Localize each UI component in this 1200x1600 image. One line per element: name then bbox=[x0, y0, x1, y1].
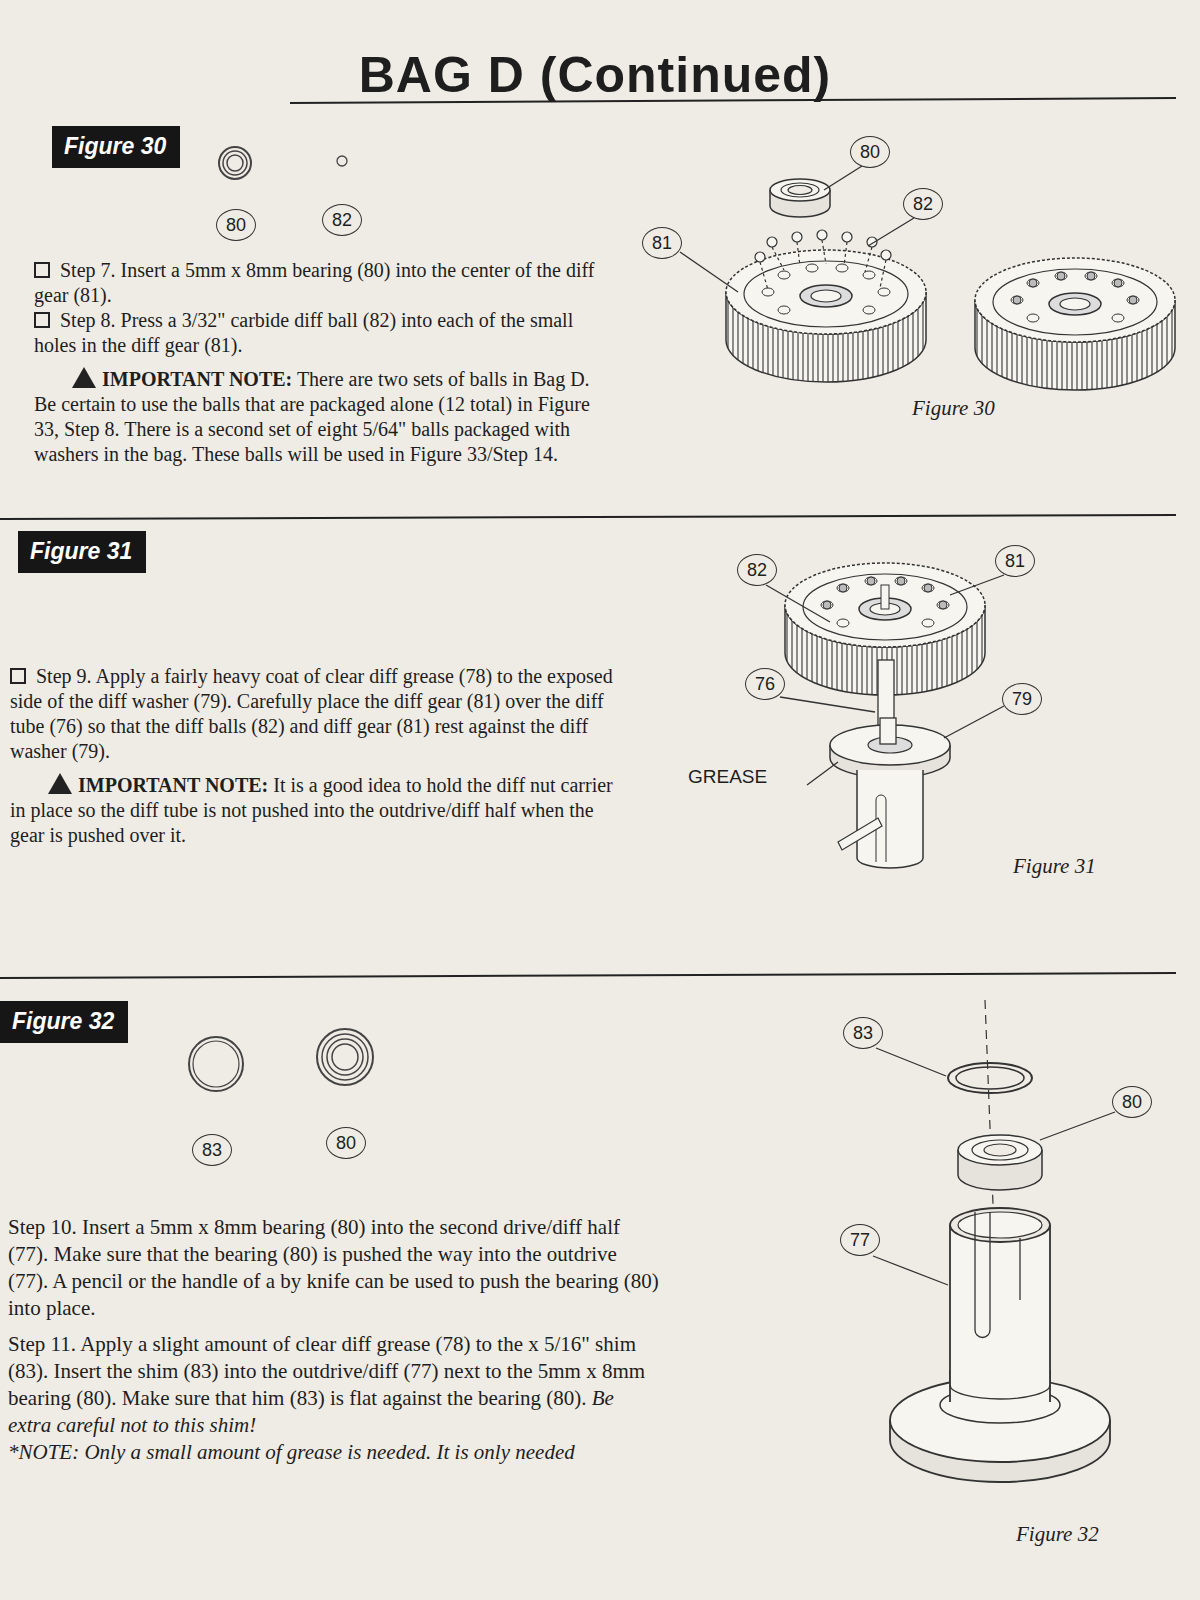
figure-caption: Figure 31 bbox=[1013, 854, 1096, 879]
callout-number: 82 bbox=[322, 204, 362, 236]
instruction-paragraph: Step 8. Press a 3/32" carbide diff ball … bbox=[34, 308, 606, 358]
figure-tag: Figure 32 bbox=[0, 1001, 128, 1043]
page-title: BAG D (Continued) bbox=[0, 46, 1190, 104]
callout-number: 81 bbox=[995, 545, 1035, 577]
callout-number: 76 bbox=[745, 668, 785, 700]
callout-number: 82 bbox=[737, 554, 777, 586]
figure-caption: Figure 30 bbox=[912, 396, 995, 421]
step-text: Step 10. Insert a 5mm x 8mm bearing (80)… bbox=[8, 1215, 659, 1320]
figure-label: Figure 32 bbox=[12, 1008, 114, 1034]
callout-number: 80 bbox=[1112, 1086, 1152, 1118]
instruction-paragraph: IMPORTANT NOTE: It is a good idea to hol… bbox=[10, 773, 622, 848]
text-column: Step 10. Insert a 5mm x 8mm bearing (80)… bbox=[8, 1214, 660, 1466]
part-label: GREASE bbox=[686, 766, 769, 788]
instruction-paragraph: Step 7. Insert a 5mm x 8mm bearing (80) … bbox=[34, 258, 606, 308]
note-heading: IMPORTANT NOTE: bbox=[78, 774, 268, 796]
note-text: *NOTE: Only a small amount of grease is … bbox=[8, 1440, 575, 1464]
instruction-paragraph: *NOTE: Only a small amount of grease is … bbox=[8, 1439, 660, 1466]
step-text: Step 8. Press a 3/32" carbide diff ball … bbox=[34, 309, 573, 356]
figure-tag: Figure 31 bbox=[18, 531, 146, 573]
step-text: Step 11. Apply a slight amount of clear … bbox=[8, 1332, 645, 1410]
text-column: Step 7. Insert a 5mm x 8mm bearing (80) … bbox=[34, 258, 606, 467]
callout-number: 81 bbox=[642, 227, 682, 259]
instruction-paragraph: IMPORTANT NOTE: There are two sets of ba… bbox=[34, 367, 606, 467]
callout-number: 80 bbox=[326, 1127, 366, 1159]
figure-label: Figure 30 bbox=[64, 133, 166, 159]
callout-number: 83 bbox=[843, 1017, 883, 1049]
instruction-paragraph: Step 10. Insert a 5mm x 8mm bearing (80)… bbox=[8, 1214, 660, 1322]
figure-tag: Figure 30 bbox=[52, 126, 180, 168]
callout-number: 80 bbox=[216, 209, 256, 241]
callout-number: 82 bbox=[903, 188, 943, 220]
note-heading: IMPORTANT NOTE: bbox=[102, 368, 292, 390]
callout-number: 83 bbox=[192, 1134, 232, 1166]
callout-number: 80 bbox=[850, 136, 890, 168]
step-text: Step 9. Apply a fairly heavy coat of cle… bbox=[10, 665, 613, 762]
text-column: Step 9. Apply a fairly heavy coat of cle… bbox=[10, 664, 622, 848]
figure-label: Figure 31 bbox=[30, 538, 132, 564]
step-text: Step 7. Insert a 5mm x 8mm bearing (80) … bbox=[34, 259, 595, 306]
callout-number: 77 bbox=[840, 1224, 880, 1256]
instruction-paragraph: Step 9. Apply a fairly heavy coat of cle… bbox=[10, 664, 622, 764]
callout-number: 79 bbox=[1002, 683, 1042, 715]
instruction-paragraph: Step 11. Apply a slight amount of clear … bbox=[8, 1331, 660, 1439]
figure-caption: Figure 32 bbox=[1016, 1522, 1099, 1547]
